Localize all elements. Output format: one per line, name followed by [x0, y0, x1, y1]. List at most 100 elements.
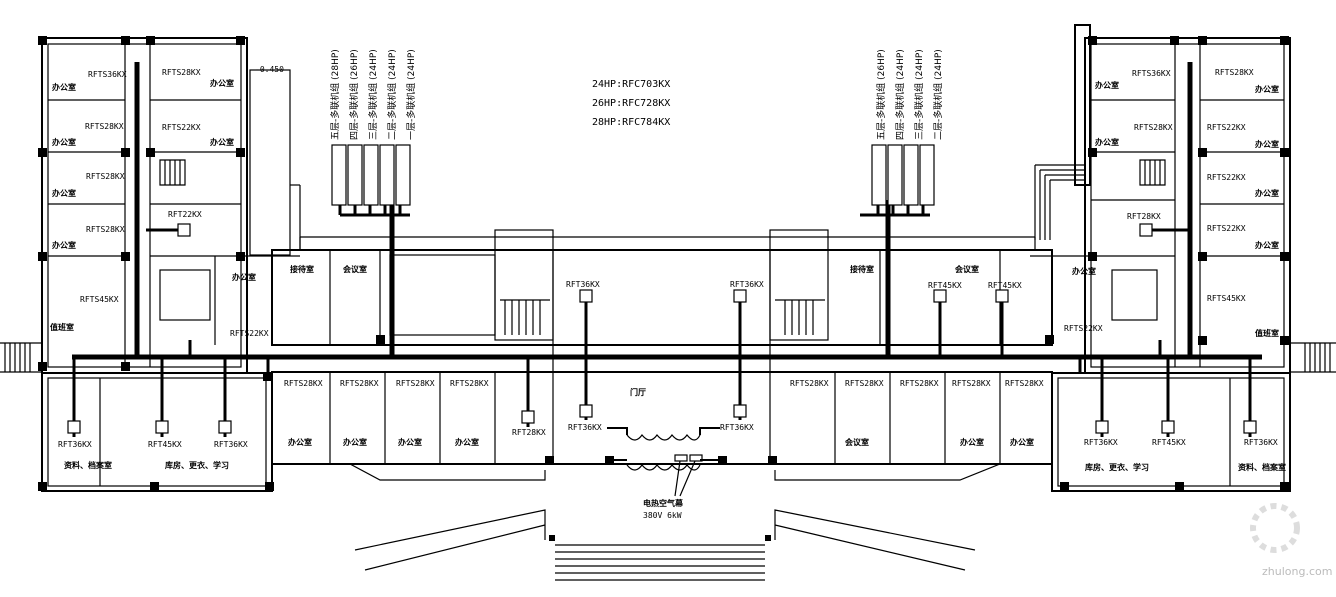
unit-label: RFT36KX: [568, 423, 602, 432]
room-name: 接待室: [850, 264, 874, 274]
model-24hp: 24HP:RFC703KX: [592, 79, 670, 90]
unit-label: RFTS28KX: [396, 379, 435, 388]
middle-labels: RFTS28KX RFTS28KX RFTS28KX RFTS28KX RFT2…: [284, 280, 1103, 437]
model-28hp: 28HP:RFC784KX: [592, 117, 670, 128]
room-name: 办公室: [52, 137, 76, 147]
right-wing-labels: RFTS36KX RFTS28KX RFTS28KX RFTS22KX RFTS…: [1084, 68, 1278, 447]
outdoor-labels-left: 五层-多联机组 (28HP) 四层-多联机组 (26HP) 三层-多联机组 (2…: [329, 49, 417, 140]
room-names: 办公室 办公室 办公室 办公室 办公室 办公室 值班室 办公室 接待室 会议室 …: [50, 78, 1286, 472]
room-name: 办公室: [1010, 437, 1034, 447]
unit-label: RFTS28KX: [86, 172, 125, 181]
room-name: 会议室: [955, 264, 979, 274]
room-name: 接待室: [290, 264, 314, 274]
unit-label: RFTS28KX: [900, 379, 939, 388]
outdoor-units-right: [871, 144, 935, 206]
room-name: 值班室: [50, 322, 74, 332]
outdoor-label: 四层-多联机组 (24HP): [894, 49, 906, 140]
room-name: 办公室: [232, 272, 256, 282]
unit-label: RFT36KX: [720, 423, 754, 432]
right-wing-walls: [1030, 24, 1336, 492]
model-26hp: 26HP:RFC728KX: [592, 98, 670, 109]
unit-label: RFTS28KX: [340, 379, 379, 388]
unit-label: RFTS28KX: [450, 379, 489, 388]
outdoor-label: 五层-多联机组 (26HP): [875, 49, 887, 140]
watermark-text: zhulong.com: [1262, 565, 1332, 578]
unit-label: RFT45KX: [1152, 438, 1186, 447]
unit-label: RFTS22KX: [1064, 324, 1103, 333]
unit-label: RFTS22KX: [162, 123, 201, 132]
room-name: 资料、档案室: [1238, 462, 1286, 472]
room-name: 办公室: [455, 437, 479, 447]
room-name: 办公室: [210, 78, 234, 88]
outdoor-label: 二层-多联机组 (24HP): [932, 49, 944, 140]
unit-label: RFT28KX: [1127, 212, 1161, 221]
unit-label: RFTS28KX: [952, 379, 991, 388]
room-name: 库房、更衣、学习: [1085, 462, 1149, 472]
unit-label: RFTS28KX: [85, 122, 124, 131]
unit-label: RFTS28KX: [1134, 123, 1173, 132]
unit-label: RFTS28KX: [162, 68, 201, 77]
watermark-logo: zhulong.com: [1250, 503, 1332, 578]
left-wing-walls: [41, 37, 301, 374]
room-name: 办公室: [960, 437, 984, 447]
room-name: 值班室: [1255, 328, 1279, 338]
cassette-units: [67, 223, 1257, 434]
unit-label: RFT28KX: [512, 428, 546, 437]
room-name: 办公室: [1255, 84, 1279, 94]
outdoor-label: 三层-多联机组 (24HP): [367, 49, 379, 140]
room-name: 会议室: [343, 264, 367, 274]
unit-label: RFT36KX: [58, 440, 92, 449]
air-curtain-spec: 380V 6kW: [643, 511, 682, 520]
room-name: 门厅: [630, 387, 646, 397]
unit-label: RFT36KX: [730, 280, 764, 289]
unit-label: RFTS45KX: [80, 295, 119, 304]
outdoor-label: 五层-多联机组 (28HP): [329, 49, 341, 140]
unit-label: RFT45KX: [988, 281, 1022, 290]
room-name: 办公室: [210, 137, 234, 147]
room-name: 办公室: [343, 437, 367, 447]
unit-label: RFT36KX: [214, 440, 248, 449]
room-name: 资料、档案室: [64, 460, 112, 470]
room-name: 办公室: [288, 437, 312, 447]
unit-label: RFT22KX: [168, 210, 202, 219]
room-name: 办公室: [1095, 80, 1119, 90]
room-name: 办公室: [1255, 240, 1279, 250]
unit-label: RFTS28KX: [284, 379, 323, 388]
unit-label: RFT45KX: [148, 440, 182, 449]
air-curtain-label: 电热空气幕: [643, 498, 684, 508]
unit-label: RFTS36KX: [88, 70, 127, 79]
room-name: 库房、更衣、学习: [165, 460, 229, 470]
entrance: [272, 427, 1052, 581]
unit-label: RFT36KX: [566, 280, 600, 289]
room-name: 办公室: [1255, 139, 1279, 149]
unit-label: RFTS28KX: [1215, 68, 1254, 77]
unit-label: RFT36KX: [1084, 438, 1118, 447]
unit-label: RFTS28KX: [86, 225, 125, 234]
left-wing-labels: RFTS36KX RFTS28KX RFTS28KX RFTS22KX RFTS…: [58, 68, 269, 449]
outdoor-label: 一层-多联机组 (24HP): [405, 49, 417, 140]
room-name: 办公室: [1072, 266, 1096, 276]
room-name: 会议室: [845, 437, 869, 447]
room-name: 办公室: [1095, 137, 1119, 147]
unit-label: RFTS28KX: [790, 379, 829, 388]
middle-block-walls: [271, 229, 1053, 465]
room-name: 办公室: [1255, 188, 1279, 198]
unit-label: RFTS36KX: [1132, 69, 1171, 78]
unit-label: RFTS28KX: [845, 379, 884, 388]
level-mark: -0.450: [255, 65, 284, 74]
unit-label: RFTS22KX: [1207, 224, 1246, 233]
unit-label: RFTS22KX: [1207, 123, 1246, 132]
outdoor-units-left: [331, 144, 411, 206]
outdoor-label: 三层-多联机组 (24HP): [913, 49, 925, 140]
unit-label: RFT45KX: [928, 281, 962, 290]
unit-label: RFTS28KX: [1005, 379, 1044, 388]
room-name: 办公室: [52, 82, 76, 92]
unit-label: RFT36KX: [1244, 438, 1278, 447]
room-name: 办公室: [52, 188, 76, 198]
outdoor-labels-right: 五层-多联机组 (26HP) 四层-多联机组 (24HP) 三层-多联机组 (2…: [875, 49, 944, 140]
unit-label: RFTS22KX: [230, 329, 269, 338]
room-name: 办公室: [52, 240, 76, 250]
unit-label: RFTS45KX: [1207, 294, 1246, 303]
unit-label: RFTS22KX: [1207, 173, 1246, 182]
